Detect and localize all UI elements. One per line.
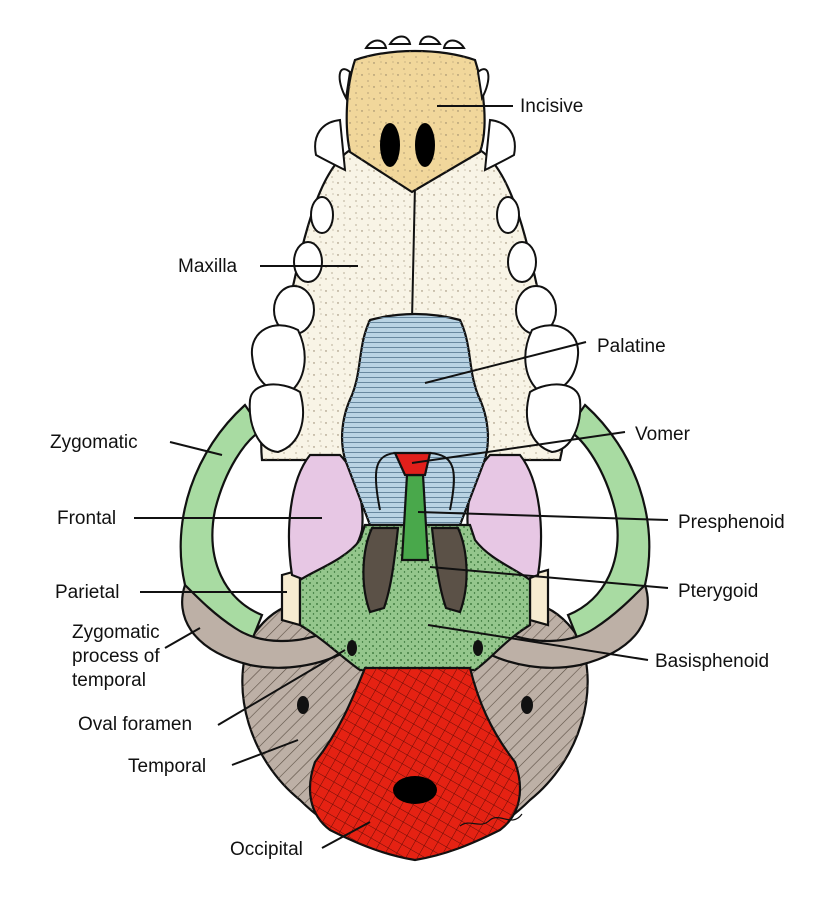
pterygoid-bone-right bbox=[430, 526, 468, 614]
label-zygomatic-process-1: Zygomatic bbox=[72, 622, 160, 643]
labels: Incisive Maxilla Palatine Zygomatic Vome… bbox=[50, 96, 785, 860]
incisive-foramen-left bbox=[380, 123, 400, 167]
label-incisive: Incisive bbox=[520, 96, 583, 117]
pterygoid-bone-left bbox=[362, 526, 400, 614]
label-presphenoid: Presphenoid bbox=[678, 512, 785, 533]
label-zygomatic-process-3: temporal bbox=[72, 670, 146, 691]
foramen-magnum bbox=[393, 776, 437, 804]
parietal-bone-left bbox=[280, 568, 302, 627]
choanal-outline bbox=[374, 452, 455, 511]
oval-foramen-right bbox=[473, 640, 483, 656]
canine-right bbox=[483, 118, 516, 172]
cheek-teeth-left bbox=[248, 196, 334, 454]
canine-left bbox=[314, 118, 347, 172]
label-temporal: Temporal bbox=[128, 756, 206, 777]
parietal-bone-right bbox=[528, 568, 550, 627]
label-zygomatic: Zygomatic bbox=[50, 432, 138, 453]
label-parietal: Parietal bbox=[55, 582, 119, 603]
label-frontal: Frontal bbox=[57, 508, 116, 529]
tympanic-hole-left bbox=[297, 696, 309, 714]
midline-suture bbox=[411, 184, 416, 321]
label-palatine: Palatine bbox=[597, 336, 666, 357]
incisive-foramen-right bbox=[415, 123, 435, 167]
label-pterygoid: Pterygoid bbox=[678, 581, 758, 602]
artist-signature bbox=[459, 813, 523, 827]
cheek-teeth-right bbox=[496, 196, 582, 454]
label-zygomatic-process-2: process of bbox=[72, 646, 160, 667]
oval-foramen-left bbox=[347, 640, 357, 656]
leader-lines bbox=[134, 105, 669, 849]
label-basisphenoid: Basisphenoid bbox=[655, 651, 769, 672]
label-maxilla: Maxilla bbox=[178, 256, 238, 277]
label-vomer: Vomer bbox=[635, 424, 691, 445]
label-occipital: Occipital bbox=[230, 839, 303, 860]
incisor-teeth bbox=[338, 35, 490, 102]
label-oval-foramen: Oval foramen bbox=[78, 714, 192, 735]
vomer-bone bbox=[393, 451, 432, 477]
presphenoid-bone bbox=[400, 473, 430, 562]
tympanic-hole-right bbox=[521, 696, 533, 714]
